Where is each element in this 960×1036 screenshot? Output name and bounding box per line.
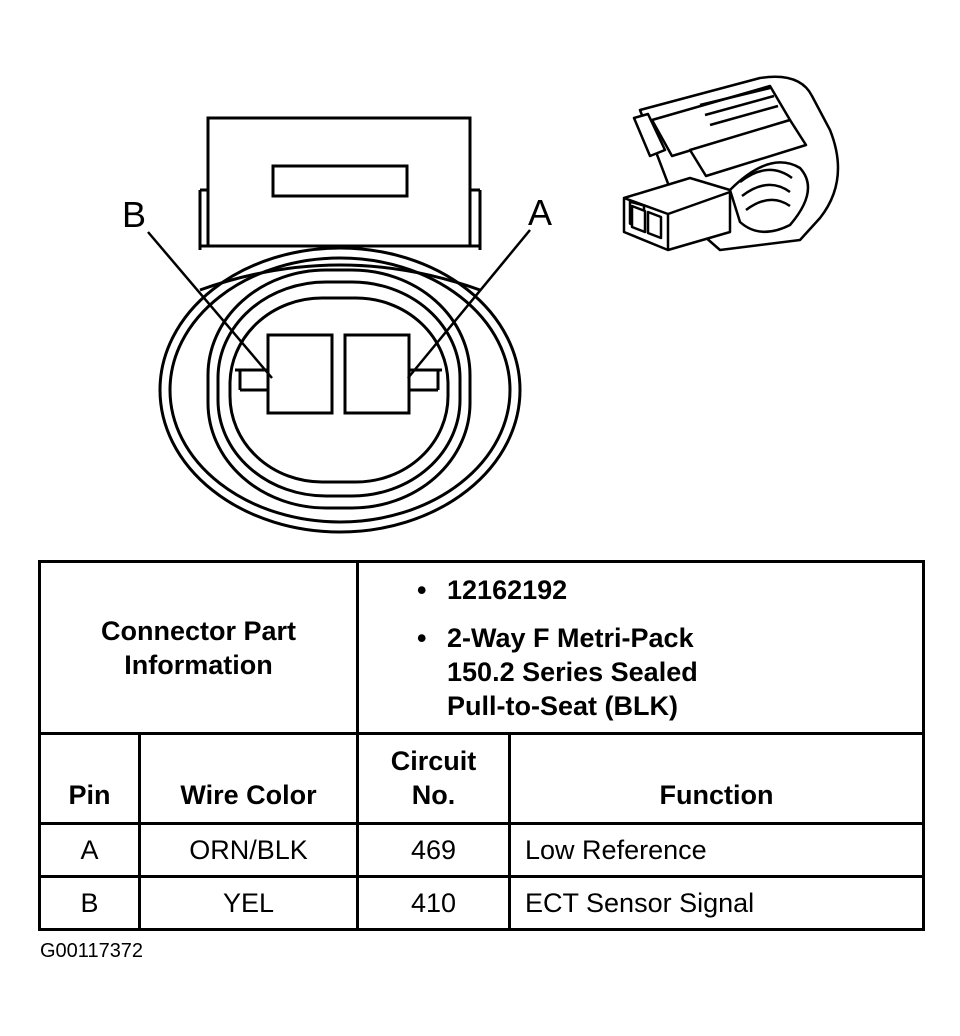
header-pin: Pin [38, 732, 141, 825]
header-circuit-no: Circuit No. [356, 732, 512, 825]
table-row: A ORN/BLK 469 Low Reference [38, 822, 926, 878]
terminal-cavity-b [266, 333, 334, 415]
callout-line-a [407, 229, 531, 379]
pin-cell: B [38, 875, 141, 931]
latch-window [271, 164, 409, 198]
wire-color-cell: YEL [137, 875, 360, 931]
connector-diagram: B A [122, 75, 840, 534]
part-description: 2-Way F Metri-Pack 150.2 Series Sealed P… [417, 621, 922, 723]
terminal-cavity-a [343, 333, 411, 415]
callout-label-b: B [122, 194, 146, 235]
connector-isometric-view [622, 75, 840, 252]
figure-id: G00117372 [40, 940, 144, 962]
circuit-cell: 410 [356, 875, 512, 931]
part-number: 12162192 [417, 573, 922, 607]
connector-part-label-text: Connector Part Information [100, 615, 297, 680]
callout-line-b [147, 231, 273, 379]
circuit-cell: 469 [356, 822, 512, 878]
pin-cell: A [38, 822, 141, 878]
connector-part-list: 12162192 2-Way F Metri-Pack 150.2 Series… [356, 560, 926, 735]
header-wire-color: Wire Color [137, 732, 360, 825]
function-cell: Low Reference [508, 822, 926, 878]
function-cell: ECT Sensor Signal [508, 875, 926, 931]
header-function: Function [508, 732, 926, 825]
seal-outer [158, 246, 522, 534]
callout-label-a: A [528, 192, 552, 233]
connector-face [206, 268, 472, 510]
wire-color-cell: ORN/BLK [137, 822, 360, 878]
connector-info-table: Connector Part Information 12162192 2-Wa… [37, 560, 926, 931]
header-circuit-no-text: Circuit No. [390, 746, 477, 810]
connector-part-label: Connector Part Information [37, 560, 360, 735]
table-row: B YEL 410 ECT Sensor Signal [38, 875, 926, 931]
connector-latch [206, 116, 472, 248]
